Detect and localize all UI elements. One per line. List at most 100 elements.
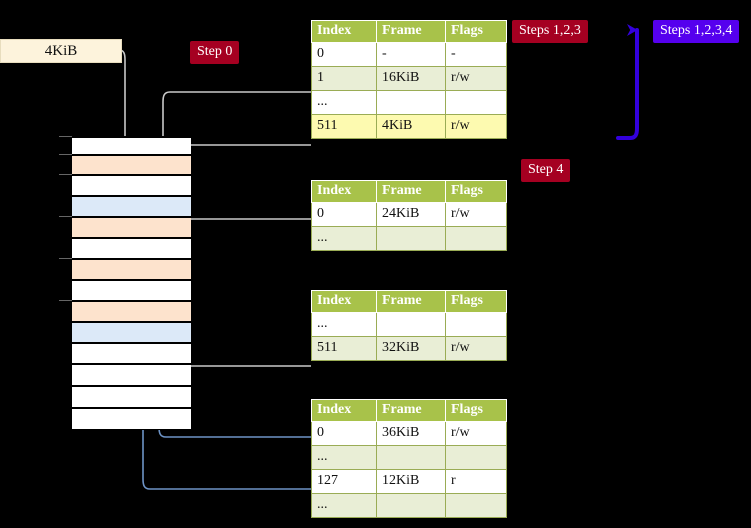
connector-4kib-to-memory: [118, 49, 132, 154]
column-header-flags: Flags: [445, 399, 507, 422]
column-header-flags: Flags: [445, 180, 507, 203]
column-header-index: Index: [311, 20, 377, 43]
table-cell: 1: [311, 66, 377, 91]
table-cell: r/w: [445, 336, 507, 361]
column-header-frame: Frame: [376, 20, 446, 43]
connector-l3-32kib-to-memory: [172, 298, 311, 367]
badge-steps1234: Steps 1,2,3,4: [653, 20, 740, 43]
memory-frame-row: [72, 364, 191, 386]
table-cell: 32KiB: [376, 336, 446, 361]
table-cell: [376, 226, 446, 251]
column-header-frame: Frame: [376, 290, 446, 313]
table-cell: [445, 90, 507, 115]
table-cell: ...: [311, 312, 377, 337]
column-header-index: Index: [311, 399, 377, 422]
table-cell: [376, 90, 446, 115]
table-cell: ...: [311, 90, 377, 115]
column-header-frame: Frame: [376, 399, 446, 422]
table-cell: 24KiB: [376, 202, 446, 227]
connector-l1-4kib-to-memory: [168, 144, 311, 156]
table-cell: r/w: [445, 114, 507, 139]
table-cell: ...: [311, 445, 377, 470]
steps-bracket-arrow: [616, 24, 639, 140]
table-cell: [376, 312, 446, 337]
table-cell: [376, 493, 446, 518]
table-cell: ...: [311, 226, 377, 251]
memory-frame-row: [72, 155, 191, 175]
table-cell: 0: [311, 421, 377, 446]
table-cell: 12KiB: [376, 469, 446, 494]
table-row: 0--: [311, 42, 507, 67]
connector-l2-24kib-to-memory: [174, 218, 311, 270]
table-cell: [445, 312, 507, 337]
memory-tick: [59, 258, 72, 259]
table-cell: 511: [311, 336, 377, 361]
memory-frame-row: [72, 259, 191, 280]
memory-frame-row: [72, 196, 191, 217]
memory-frame-row: [72, 238, 191, 259]
table-cell: 4KiB: [376, 114, 446, 139]
table-cell: [376, 445, 446, 470]
column-header-flags: Flags: [445, 290, 507, 313]
table-cell: 0: [311, 202, 377, 227]
table-cell: r/w: [445, 202, 507, 227]
memory-size-box: 4KiB: [0, 39, 122, 63]
table-cell: 511: [311, 114, 377, 139]
table-cell: 0: [311, 42, 377, 67]
column-header-flags: Flags: [445, 20, 507, 43]
memory-size-label: 4KiB: [44, 42, 78, 59]
memory-tick: [59, 300, 72, 301]
memory-frame-row: [72, 386, 191, 408]
table-row: ...: [311, 226, 507, 251]
table-row: ...: [311, 90, 507, 115]
table-cell: r/w: [445, 421, 507, 446]
badge-step0: Step 0: [190, 41, 240, 64]
memory-frame-row: [72, 301, 191, 322]
table-cell: -: [376, 42, 446, 67]
memory-frame-row: [72, 280, 191, 301]
table-cell: r: [445, 469, 507, 494]
memory-frame-row: [72, 175, 191, 196]
table-cell: -: [445, 42, 507, 67]
memory-tick: [59, 216, 72, 217]
memory-frame-row: [72, 408, 191, 430]
table-cell: [445, 226, 507, 251]
table-cell: ...: [311, 493, 377, 518]
table-cell: 127: [311, 469, 377, 494]
column-header-index: Index: [311, 290, 377, 313]
memory-tick: [59, 154, 72, 155]
memory-frame-row: [72, 137, 191, 155]
physical-memory-column: [71, 136, 191, 430]
table-row: ...: [311, 445, 507, 470]
table-cell: [445, 493, 507, 518]
table-cell: r/w: [445, 66, 507, 91]
column-header-index: Index: [311, 180, 377, 203]
memory-frame-row: [72, 343, 191, 364]
memory-frame-row: [72, 217, 191, 238]
table-cell: 36KiB: [376, 421, 446, 446]
memory-tick: [59, 136, 72, 137]
table-cell: 16KiB: [376, 66, 446, 91]
table-row: ...: [311, 493, 507, 518]
memory-frame-row: [72, 322, 191, 343]
badge-steps123: Steps 1,2,3: [512, 20, 588, 43]
table-cell: [445, 445, 507, 470]
memory-tick: [59, 174, 72, 175]
column-header-frame: Frame: [376, 180, 446, 203]
badge-step4: Step 4: [521, 159, 571, 182]
